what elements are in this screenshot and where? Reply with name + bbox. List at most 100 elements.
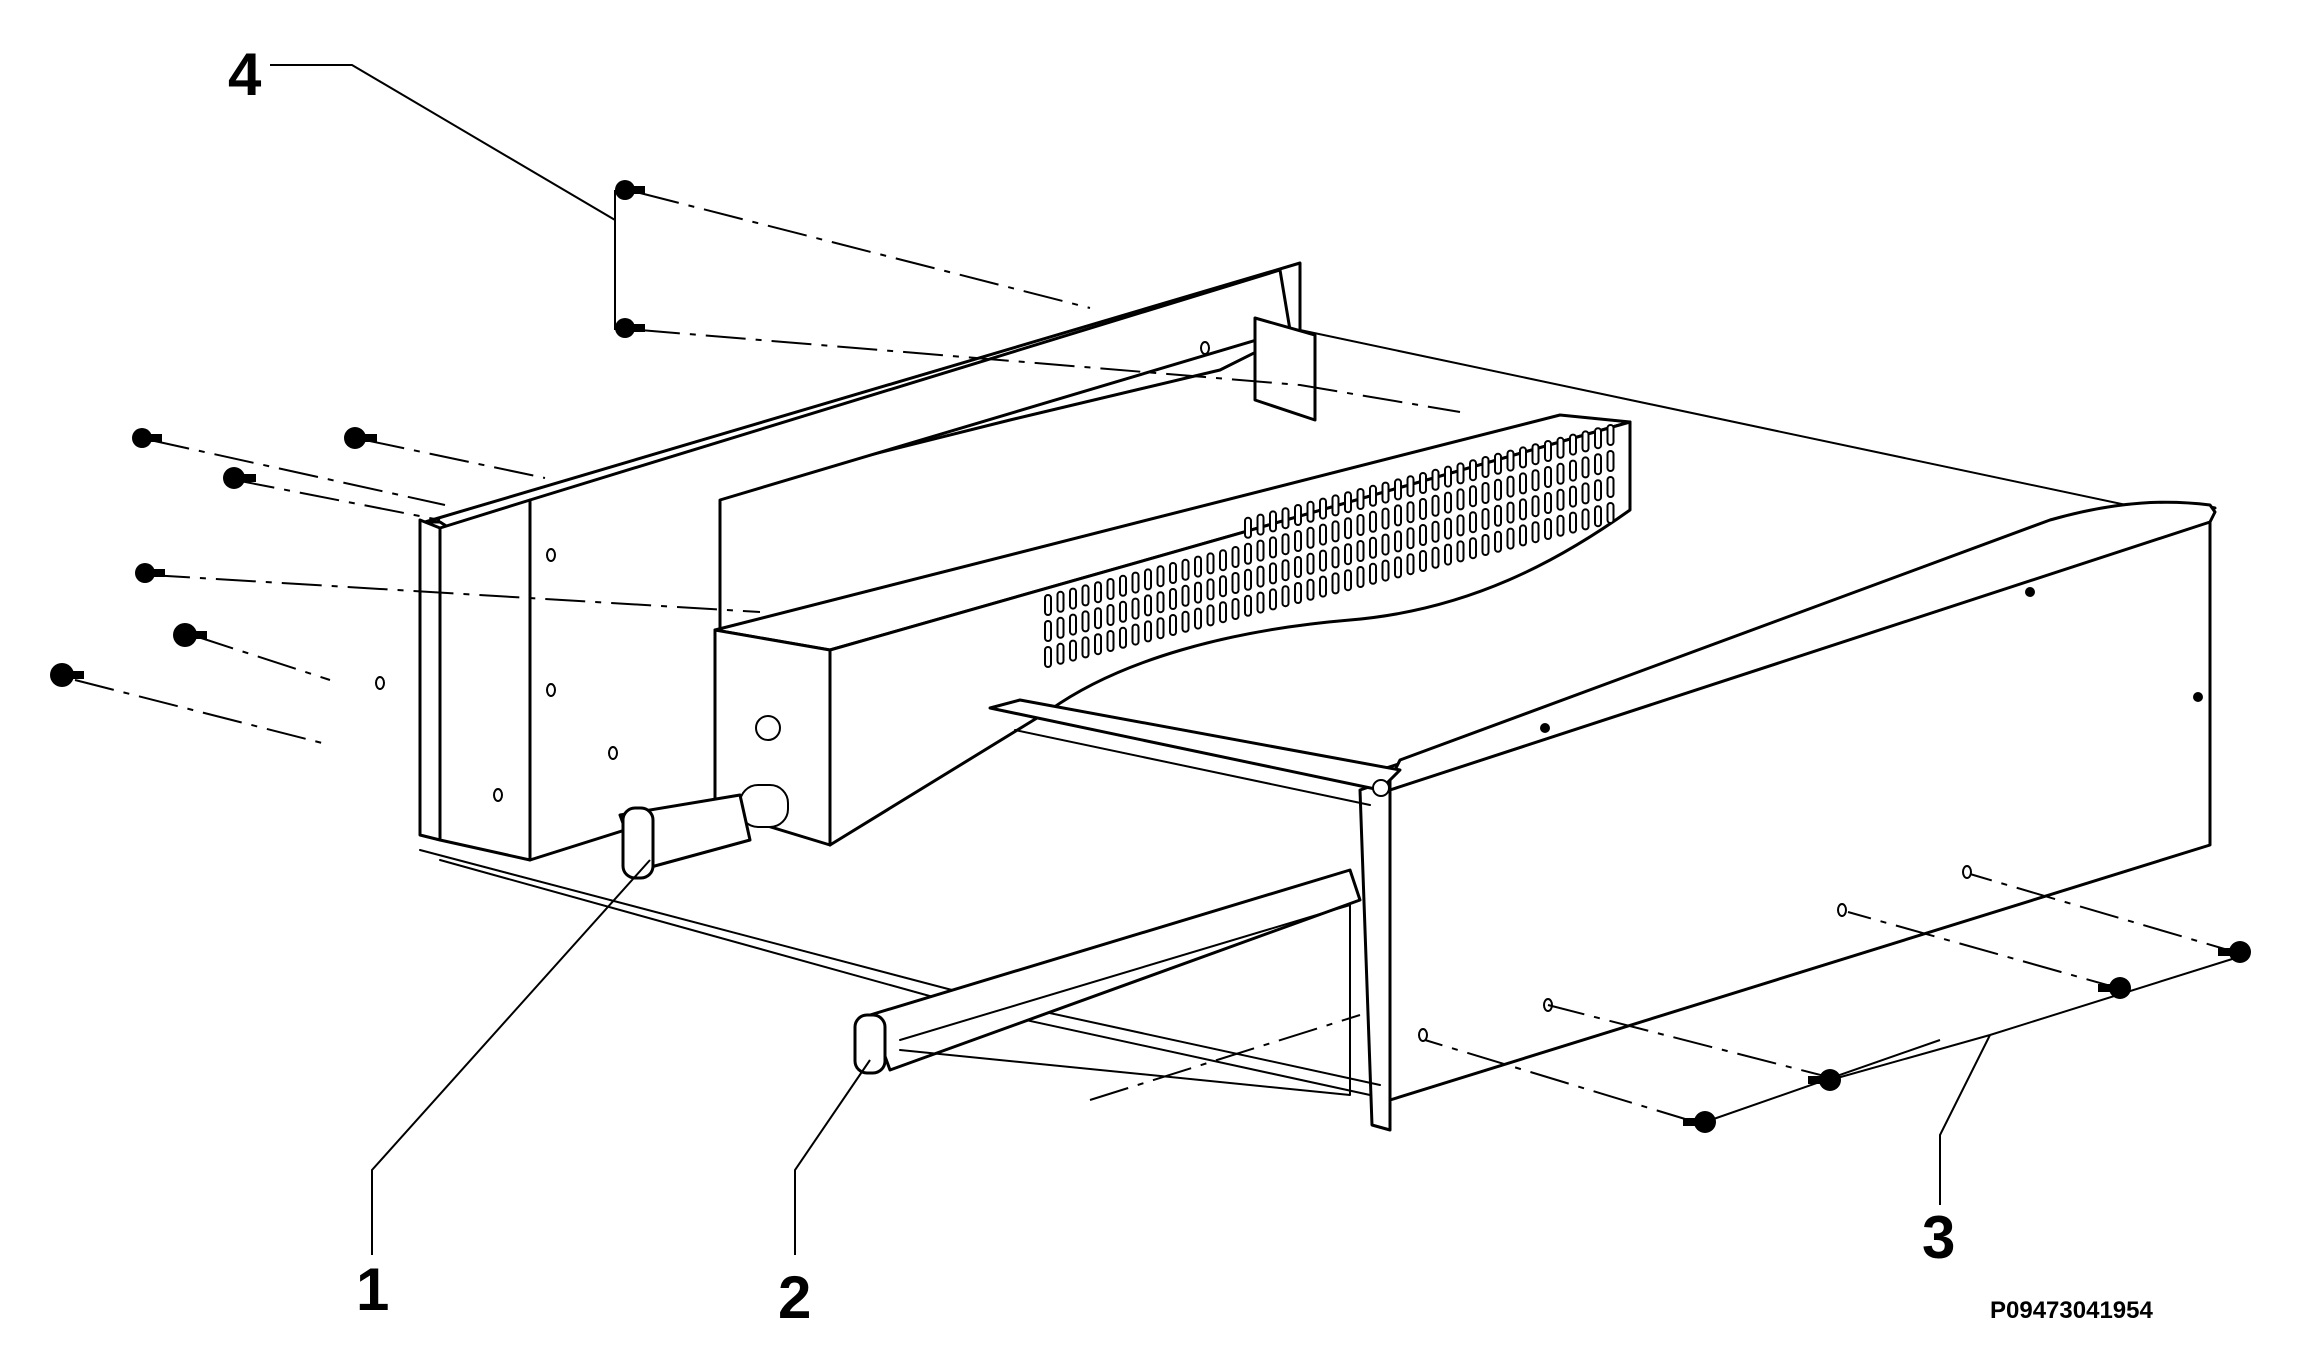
vent-slot	[1406, 527, 1415, 550]
vent-slot	[1281, 507, 1290, 530]
vent-slot	[1144, 620, 1152, 643]
leader-2	[794, 1059, 871, 1255]
vent-slot	[1431, 468, 1440, 491]
vent-slot	[1156, 591, 1165, 614]
leader-lines	[270, 64, 2246, 1255]
screw-icon	[173, 623, 207, 647]
vent-slot	[1156, 565, 1165, 588]
vent-slot	[1544, 492, 1552, 514]
vent-slot	[1231, 598, 1240, 620]
vent-slot	[1044, 594, 1052, 616]
left-front-wall	[418, 518, 442, 842]
front-top-rail-inner	[1014, 729, 1371, 806]
vent-slot	[1294, 530, 1302, 552]
vent-slot	[1269, 510, 1277, 533]
vent-slot	[1256, 565, 1265, 588]
vent-slot	[1169, 562, 1177, 584]
vent-slot	[1131, 571, 1140, 594]
vent-slot	[1606, 424, 1615, 446]
vent-slot	[1244, 516, 1252, 539]
vent-slot	[1044, 646, 1052, 668]
vent-slot	[1106, 578, 1115, 600]
vent-slot	[1531, 495, 1540, 518]
right-slide-end	[853, 1013, 887, 1075]
vent-slot	[1481, 534, 1490, 556]
vent-slot	[1594, 427, 1602, 450]
vent-slot	[1381, 481, 1390, 504]
vent-slot	[1494, 530, 1502, 553]
vent-slot	[1369, 510, 1377, 533]
vent-slot	[1206, 604, 1215, 627]
vent-slot	[1194, 555, 1202, 578]
vent-slot	[1331, 572, 1340, 595]
vent-slot	[1594, 453, 1602, 476]
duct-side	[828, 420, 1632, 847]
vent-slot	[1144, 594, 1152, 617]
screw-icon	[615, 180, 645, 200]
vent-slot	[1419, 524, 1427, 546]
screw-icon	[2218, 941, 2251, 963]
vent-slot	[1094, 633, 1102, 656]
vent-slots	[1044, 424, 1615, 668]
vent-slot	[1531, 469, 1540, 492]
vent-slot	[1244, 542, 1252, 565]
vent-slot	[1494, 452, 1502, 475]
vent-slot	[1281, 585, 1290, 608]
vent-slot	[1581, 456, 1590, 479]
front-top-rail	[988, 698, 1402, 792]
vent-slot	[1194, 581, 1202, 604]
vent-slot	[1256, 513, 1265, 536]
left-slide-end	[621, 806, 655, 880]
vent-slot	[1381, 507, 1390, 530]
vent-slot	[1494, 478, 1502, 501]
vent-slot	[1081, 610, 1090, 633]
vent-slot	[1319, 549, 1327, 572]
vent-slot	[1606, 502, 1615, 524]
vent-slot	[1419, 498, 1427, 520]
vent-slot	[1606, 476, 1615, 498]
leader-3	[1704, 954, 2246, 1205]
vent-slot	[1206, 552, 1215, 575]
vent-slot	[1506, 527, 1515, 550]
rail-screw-hole	[1372, 779, 1390, 797]
vent-slot	[1269, 562, 1277, 585]
vent-slot	[1581, 430, 1590, 453]
vent-slot	[1394, 556, 1402, 579]
vent-slot	[1431, 494, 1440, 517]
vent-slot	[1231, 572, 1240, 594]
vent-slot	[1581, 482, 1590, 505]
vent-slot	[1456, 540, 1465, 563]
right-slide-track	[899, 904, 1351, 1096]
callout-1: 1	[356, 1256, 389, 1323]
screw-icon	[50, 663, 84, 687]
vent-slot	[1569, 459, 1577, 482]
mounting-holes	[375, 341, 2203, 1042]
duct-knob-hole	[755, 715, 781, 741]
vent-slot	[1556, 436, 1565, 459]
vent-slot	[1256, 539, 1265, 562]
vent-slot	[1294, 582, 1302, 604]
vent-slot	[1219, 601, 1227, 624]
vent-slot	[1569, 433, 1577, 456]
vent-slot	[1581, 508, 1590, 531]
vent-slot	[1319, 575, 1327, 598]
vent-slot	[1319, 497, 1327, 520]
vent-slot	[1306, 526, 1315, 549]
vent-slot	[1481, 456, 1490, 478]
vent-slot	[1244, 594, 1252, 617]
vent-slot	[1444, 543, 1452, 566]
vent-slot	[1056, 642, 1065, 665]
callout-3: 3	[1922, 1204, 1955, 1271]
vent-slot	[1519, 472, 1527, 495]
vent-slot	[1494, 504, 1502, 527]
vent-slot	[1131, 623, 1140, 646]
vent-slot	[1044, 620, 1052, 642]
screw-icon	[223, 467, 256, 489]
vent-slot	[1356, 488, 1365, 510]
vent-slot	[1269, 588, 1277, 611]
vent-slot	[1569, 485, 1577, 508]
vent-slot	[1181, 610, 1190, 633]
vent-slot	[1406, 475, 1415, 498]
vent-slot	[1294, 504, 1302, 526]
